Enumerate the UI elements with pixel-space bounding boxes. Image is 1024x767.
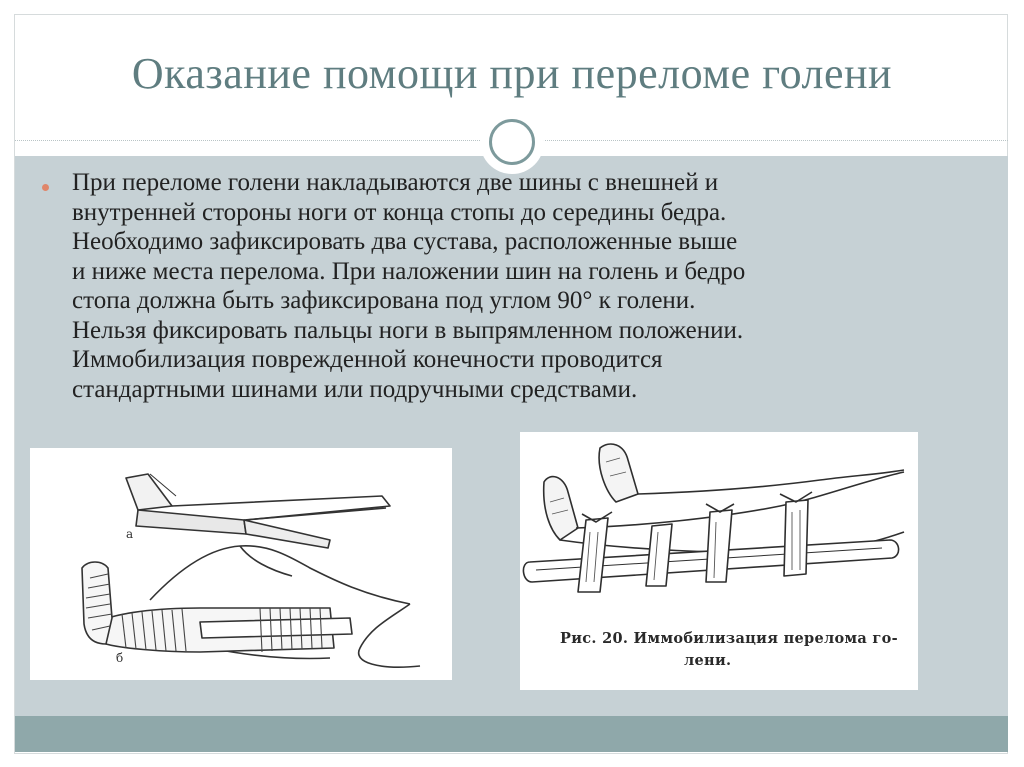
body-line: При переломе голени накладываются две ши… (72, 169, 719, 196)
body-line: стандартными шинами или подручными средс… (72, 375, 638, 403)
splint-leg-drawing: а б (81, 473, 421, 668)
body-line: Необходимо зафиксировать два сустава, ра… (72, 228, 738, 255)
figure-caption-line-1: Рис. 20. Иммобилизация перелома го- (560, 630, 898, 647)
footer-bar (15, 716, 1008, 752)
ring-icon (489, 119, 535, 165)
slide-title: Оказание помощи при переломе голени (131, 49, 893, 98)
figure-label-b: б (116, 651, 123, 665)
body-line: стопа должна быть зафиксирована под угло… (72, 287, 696, 314)
bullet-icon (42, 184, 49, 191)
body-line: Иммобилизация поврежденной конечности пр… (72, 346, 663, 373)
body-line: Нельзя фиксировать пальцы ноги в выпрямл… (72, 316, 744, 344)
splint-illustration-left: а б (30, 448, 452, 680)
body-line: внутренней стороны ноги от конца стопы д… (72, 198, 727, 226)
figure-label-a: а (126, 527, 133, 541)
circle-ornament-icon (480, 110, 544, 174)
body-paragraph: При переломе голени накладываются две ши… (72, 168, 992, 404)
figure-caption-line-2: лени. (684, 652, 732, 669)
body-line: и ниже места перелома. При наложении шин… (72, 257, 746, 285)
improvised-splint-drawing (522, 443, 905, 593)
splint-illustration-right: Рис. 20. Иммобилизация перелома го- лени… (520, 432, 918, 690)
